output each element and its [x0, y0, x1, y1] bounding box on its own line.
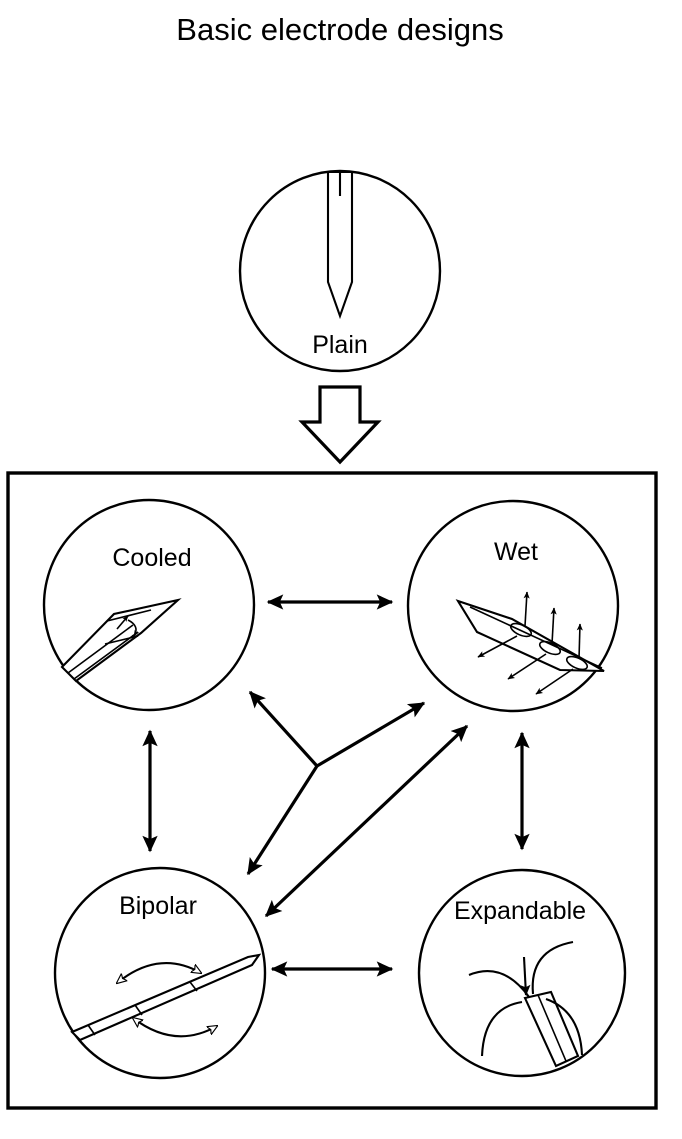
connector-bipolar-wet [264, 724, 469, 918]
node-wet-label: Wet [494, 538, 538, 566]
bipolar-segmented-electrode-icon [70, 953, 262, 1042]
node-bipolar-label: Bipolar [119, 892, 197, 920]
node-plain-label: Plain [312, 331, 368, 359]
node-cooled[interactable]: Cooled [42, 498, 256, 712]
derived-designs-group-box [6, 471, 658, 1110]
page-title: Basic electrode designs [176, 12, 503, 47]
connector-three-way-junction [246, 690, 426, 876]
node-wet[interactable]: Wet [406, 499, 620, 713]
node-cooled-label: Cooled [112, 544, 191, 572]
straight-needle-electrode-icon [326, 170, 354, 320]
hollow-block-arrow-down-icon [298, 385, 382, 465]
expandable-tine-electrode-icon [468, 940, 584, 1068]
node-plain[interactable]: Plain [238, 169, 442, 373]
node-expandable-label: Expandable [454, 897, 586, 925]
node-expandable-circle [417, 868, 627, 1078]
node-wet-circle [406, 499, 620, 713]
cooled-electrode-tip-icon [60, 598, 182, 683]
wet-perfusion-electrode-icon [455, 591, 605, 695]
node-bipolar[interactable]: Bipolar [53, 866, 267, 1080]
node-expandable[interactable]: Expandable [417, 868, 627, 1078]
